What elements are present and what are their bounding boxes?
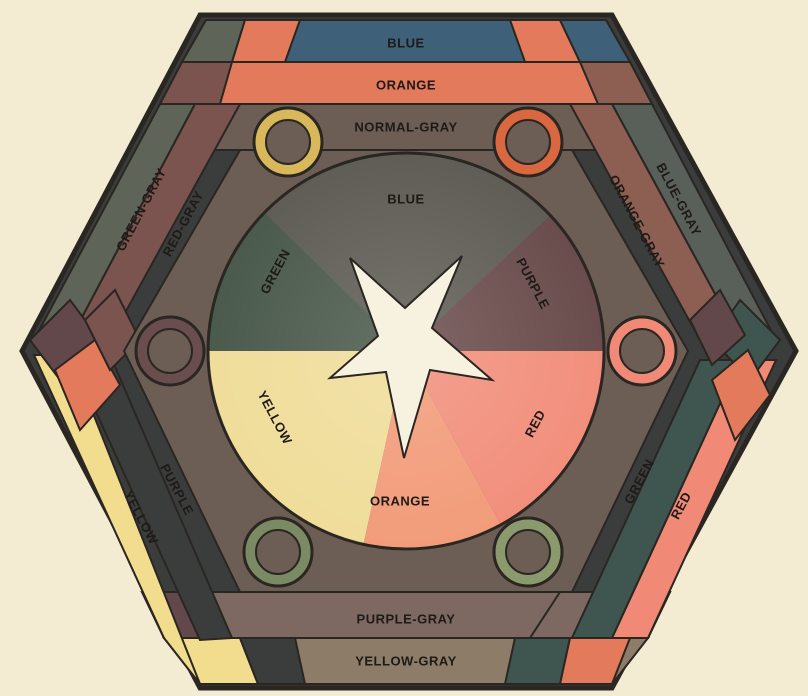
purple-ring: [136, 317, 204, 385]
label-bottom-inner: PURPLE-GRAY: [357, 611, 456, 626]
yellow-ring: [254, 108, 322, 176]
green-ring: [494, 518, 562, 586]
label-top-inner: NORMAL-GRAY: [354, 119, 457, 134]
wheel-label-top: BLUE: [387, 191, 424, 206]
olive-ring: [244, 518, 312, 586]
orange-ring: [494, 108, 562, 176]
label-top-middle: ORANGE: [376, 77, 436, 92]
label-top-outer: BLUE: [387, 35, 424, 50]
wheel-label-bottom: ORANGE: [370, 493, 430, 508]
corner-br-2: [505, 638, 570, 684]
label-bottom-outer: YELLOW-GRAY: [355, 653, 457, 668]
red-ring: [608, 317, 676, 385]
